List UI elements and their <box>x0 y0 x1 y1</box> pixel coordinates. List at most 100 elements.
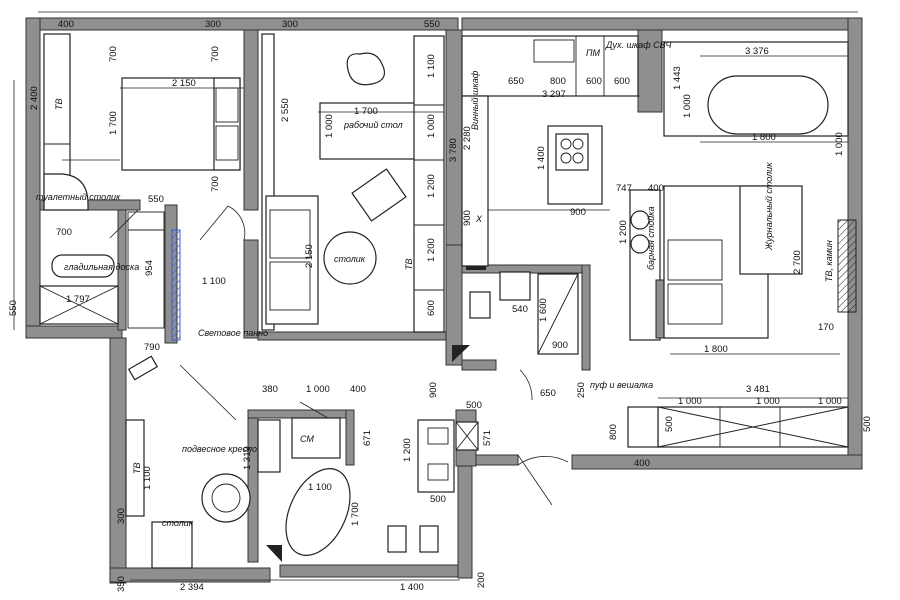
dim: 1 200 <box>426 174 437 198</box>
sink <box>499 271 531 301</box>
label-magazine-table: Журнальный столик <box>764 162 774 251</box>
label-cm: СМ <box>300 434 314 444</box>
label-tv-lower: ТВ <box>132 462 142 474</box>
label-hanging-chair: подвесное кресло <box>182 444 257 454</box>
armchair <box>127 355 159 381</box>
dim: 1 100 <box>202 276 226 287</box>
dim: 900 <box>552 340 568 351</box>
label-desk: рабочий стол <box>343 120 403 130</box>
dim: 400 <box>634 458 650 469</box>
label-coffee-table-lower: столик <box>162 518 194 528</box>
dim: 571 <box>482 430 493 446</box>
dim: 500 <box>430 494 446 505</box>
washing-machine <box>291 417 341 459</box>
dim: 900 <box>462 210 473 226</box>
dim: 1 000 <box>682 94 693 118</box>
bathtub <box>285 468 351 556</box>
dim: 650 <box>540 388 556 399</box>
dim: 400 <box>648 183 664 194</box>
label-toilet-table: туалетный столик <box>36 192 121 202</box>
office-chair <box>351 168 407 222</box>
tv-fireplace <box>837 219 857 313</box>
master-bathroom <box>285 419 479 556</box>
light-panel <box>171 229 181 341</box>
dim: 300 <box>282 19 298 30</box>
dim: 2 150 <box>304 244 315 268</box>
living-room <box>627 41 857 448</box>
dim: 1 000 <box>426 114 437 138</box>
dim: 800 <box>550 76 566 87</box>
label-pm: ПМ <box>586 48 601 58</box>
dim: 2 550 <box>280 98 291 122</box>
dim: 3 780 <box>448 138 459 162</box>
wine-cabinet <box>461 95 489 267</box>
dim: 500 <box>862 416 873 432</box>
pouf-hanger <box>627 406 659 448</box>
dim: 550 <box>424 19 440 30</box>
dim: 1 600 <box>538 298 549 322</box>
office-cabinets <box>413 35 445 333</box>
label-tv-fireplace: ТВ, камин <box>824 240 834 282</box>
lower-coffee-table <box>151 521 193 569</box>
label-light-panel: Световое панно <box>198 328 268 338</box>
dim: 600 <box>426 300 437 316</box>
office <box>261 33 445 333</box>
bedroom <box>39 33 241 325</box>
label-pouf-hanger: пуф и вешалка <box>590 380 653 390</box>
dim: 1 000 <box>678 396 702 407</box>
dim: 1 400 <box>536 146 547 170</box>
column-2 <box>452 345 470 362</box>
dim: 671 <box>362 430 373 446</box>
dim: 1 000 <box>324 114 335 138</box>
dim: 1 319 <box>242 446 253 470</box>
guest-bathroom <box>469 271 579 355</box>
dim: 2 280 <box>462 126 473 150</box>
bed-headboard <box>213 77 241 171</box>
ironing-board <box>51 254 115 278</box>
office-coffee-table <box>323 231 377 285</box>
label-oven-cabinet: Дух. шкаф СВЧ <box>605 40 672 50</box>
dim: 500 <box>466 400 482 411</box>
dim: 1 200 <box>426 238 437 262</box>
dim: 400 <box>350 384 366 395</box>
dim: 250 <box>576 382 587 398</box>
label-ironing-board: гладильная доска <box>64 262 139 272</box>
dim: 2 150 <box>172 78 196 89</box>
dim: 1 700 <box>108 111 119 135</box>
dim: 700 <box>210 46 221 62</box>
dim: 1 000 <box>834 132 845 156</box>
dim: 2 400 <box>29 86 40 110</box>
dim: 540 <box>512 304 528 315</box>
double-sink <box>417 419 455 493</box>
dim: 1 800 <box>752 132 776 143</box>
dim: 600 <box>586 76 602 87</box>
dim: 1 200 <box>402 438 413 462</box>
dim: 1 800 <box>704 344 728 355</box>
dim: 1 000 <box>306 384 330 395</box>
dim: 700 <box>210 176 221 192</box>
dim: 380 <box>262 384 278 395</box>
dim: 1 200 <box>618 220 629 244</box>
dim: 954 <box>144 260 155 276</box>
dim: 1 100 <box>308 482 332 493</box>
kitchen-counter <box>461 35 639 97</box>
toilet-table <box>43 173 89 211</box>
dim: 200 <box>476 572 487 588</box>
dim: 300 <box>116 508 127 524</box>
dim: 700 <box>56 227 72 238</box>
dim: 1 700 <box>354 106 378 117</box>
dim: 747 <box>616 183 632 194</box>
bidet <box>419 525 439 553</box>
dim: 1 443 <box>672 66 683 90</box>
dim: 790 <box>144 342 160 353</box>
dim: 3 297 <box>542 89 566 100</box>
dim: 550 <box>8 300 19 316</box>
plant <box>346 52 385 86</box>
cooktop <box>555 133 589 171</box>
label-tv-bedroom: ТВ <box>54 98 64 110</box>
dim: 2 394 <box>180 582 204 593</box>
sofa <box>265 195 319 325</box>
dim: 800 <box>608 424 619 440</box>
room-labels: ТВ туалетный столик гладильная доска раб… <box>36 40 834 528</box>
